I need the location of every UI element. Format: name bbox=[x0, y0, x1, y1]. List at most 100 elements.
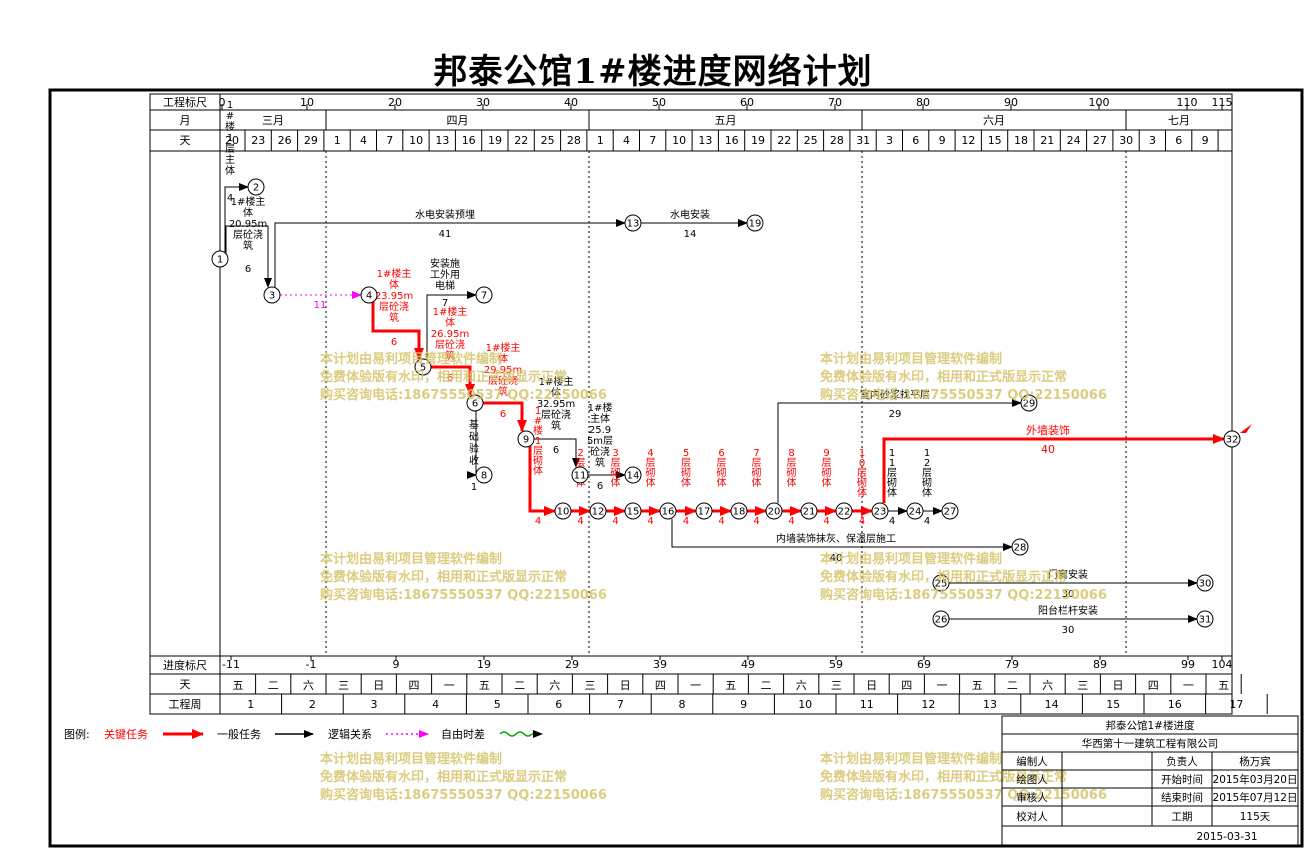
info-end: 2015年07月12日 bbox=[1213, 791, 1298, 804]
weekday-label: 二 bbox=[761, 679, 772, 692]
critical-duration: 4 bbox=[683, 516, 689, 527]
critical-duration: 6 bbox=[500, 409, 506, 420]
activity-label: 室内砂浆找平层 bbox=[860, 388, 930, 401]
day-label: 29 bbox=[304, 134, 318, 147]
engineering-tick: 50 bbox=[652, 96, 666, 109]
weekday-label: 五 bbox=[479, 679, 490, 692]
node-number: 2 bbox=[253, 183, 259, 194]
info-start-label: 开始时间 bbox=[1161, 773, 1203, 786]
progress-tick: 29 bbox=[565, 658, 579, 671]
progress-tick: 9 bbox=[393, 658, 400, 671]
weekday-label: 日 bbox=[1113, 679, 1124, 692]
node-circle bbox=[1020, 394, 1038, 412]
info-editor-label: 编制人 bbox=[1016, 755, 1048, 768]
node-number: 32 bbox=[1226, 435, 1239, 446]
activity-label: 水电安装 bbox=[670, 208, 710, 221]
critical-duration: 4 bbox=[788, 516, 794, 527]
node-circle bbox=[554, 502, 572, 520]
node-circle bbox=[1196, 610, 1214, 628]
day-label: 7 bbox=[386, 134, 393, 147]
node-number: 17 bbox=[698, 507, 711, 518]
progress-tick: 69 bbox=[917, 658, 931, 671]
node-circle bbox=[1223, 430, 1241, 448]
watermark-text: 本计划由易利项目管理软件编制免费体验版有水印，相用和正式版显示正常购买咨询电话:… bbox=[320, 751, 607, 803]
engineering-tick: 0 bbox=[219, 96, 226, 109]
scale-label-day: 天 bbox=[180, 134, 191, 147]
node-number: 6 bbox=[472, 399, 478, 410]
node-number: 12 bbox=[592, 507, 605, 518]
week-label: 13 bbox=[983, 698, 997, 711]
progress-tick: 99 bbox=[1181, 658, 1195, 671]
critical-arrow bbox=[528, 446, 556, 516]
critical-duration: 6 bbox=[447, 373, 453, 384]
info-date: 2015-03-31 bbox=[1196, 831, 1257, 843]
engineering-tick: 70 bbox=[828, 96, 842, 109]
week-label: 8 bbox=[679, 698, 686, 711]
activity-duration: 41 bbox=[439, 229, 452, 240]
scale-label-month: 月 bbox=[180, 114, 191, 127]
node-number: 29 bbox=[1023, 399, 1036, 410]
node-number: 16 bbox=[662, 507, 675, 518]
info-project: 邦泰公馆1#楼进度 bbox=[1106, 719, 1195, 732]
day-label: 16 bbox=[462, 134, 476, 147]
week-label: 15 bbox=[1106, 698, 1120, 711]
node-circle bbox=[589, 502, 607, 520]
node-circle bbox=[1196, 574, 1214, 592]
engineering-tick: 115 bbox=[1212, 96, 1233, 109]
activity-duration: 4 bbox=[924, 516, 930, 527]
watermark-text: 本计划由易利项目管理软件编制免费体验版有水印，相用和正式版显示正常购买咨询电话:… bbox=[320, 351, 607, 403]
weekday-label: 六 bbox=[1042, 679, 1053, 692]
node-circle bbox=[932, 574, 950, 592]
day-label: 20 bbox=[225, 134, 239, 147]
node-circle bbox=[517, 430, 535, 448]
weekday-label: 一 bbox=[937, 679, 948, 692]
critical-arrow bbox=[431, 365, 475, 396]
day-label: 4 bbox=[360, 134, 367, 147]
progress-tick: 19 bbox=[477, 658, 491, 671]
activity-label: 水电安装预埋 bbox=[415, 208, 475, 221]
weekday-label: 四 bbox=[901, 679, 912, 692]
day-label: 1 bbox=[597, 134, 604, 147]
node-number: 1 bbox=[217, 255, 223, 266]
legend-critical-label: 关键任务 bbox=[104, 727, 148, 741]
node-number: 3 bbox=[269, 291, 275, 302]
node-circle bbox=[746, 214, 764, 232]
node-number: 18 bbox=[733, 507, 746, 518]
activity-arrow bbox=[426, 291, 477, 360]
info-owner: 杨万宾 bbox=[1239, 755, 1271, 768]
info-duration: 115天 bbox=[1240, 811, 1271, 823]
node-number: 9 bbox=[523, 435, 529, 446]
info-end-label: 结束时间 bbox=[1161, 791, 1203, 804]
node-circle bbox=[941, 502, 959, 520]
node-circle bbox=[730, 502, 748, 520]
critical-duration: 4 bbox=[753, 516, 759, 527]
day-label: 25 bbox=[541, 134, 555, 147]
outer-border bbox=[48, 88, 1304, 848]
legend-logic-label: 逻辑关系 bbox=[328, 727, 372, 741]
critical-duration: 4 bbox=[612, 516, 618, 527]
engineering-tick: 60 bbox=[740, 96, 754, 109]
week-label: 10 bbox=[798, 698, 812, 711]
weekday-label: 四 bbox=[655, 679, 666, 692]
free-float-duration: 11 bbox=[314, 300, 327, 311]
week-label: 3 bbox=[371, 698, 378, 711]
activity-duration: 6 bbox=[245, 264, 251, 275]
engineering-tick: 100 bbox=[1089, 96, 1110, 109]
day-label: 4 bbox=[623, 134, 630, 147]
week-label: 1 bbox=[247, 698, 254, 711]
node-circle bbox=[659, 502, 677, 520]
weekday-label: 六 bbox=[796, 679, 807, 692]
node-circle bbox=[263, 286, 281, 304]
critical-duration: 6 bbox=[391, 337, 397, 348]
node-number: 15 bbox=[627, 507, 640, 518]
